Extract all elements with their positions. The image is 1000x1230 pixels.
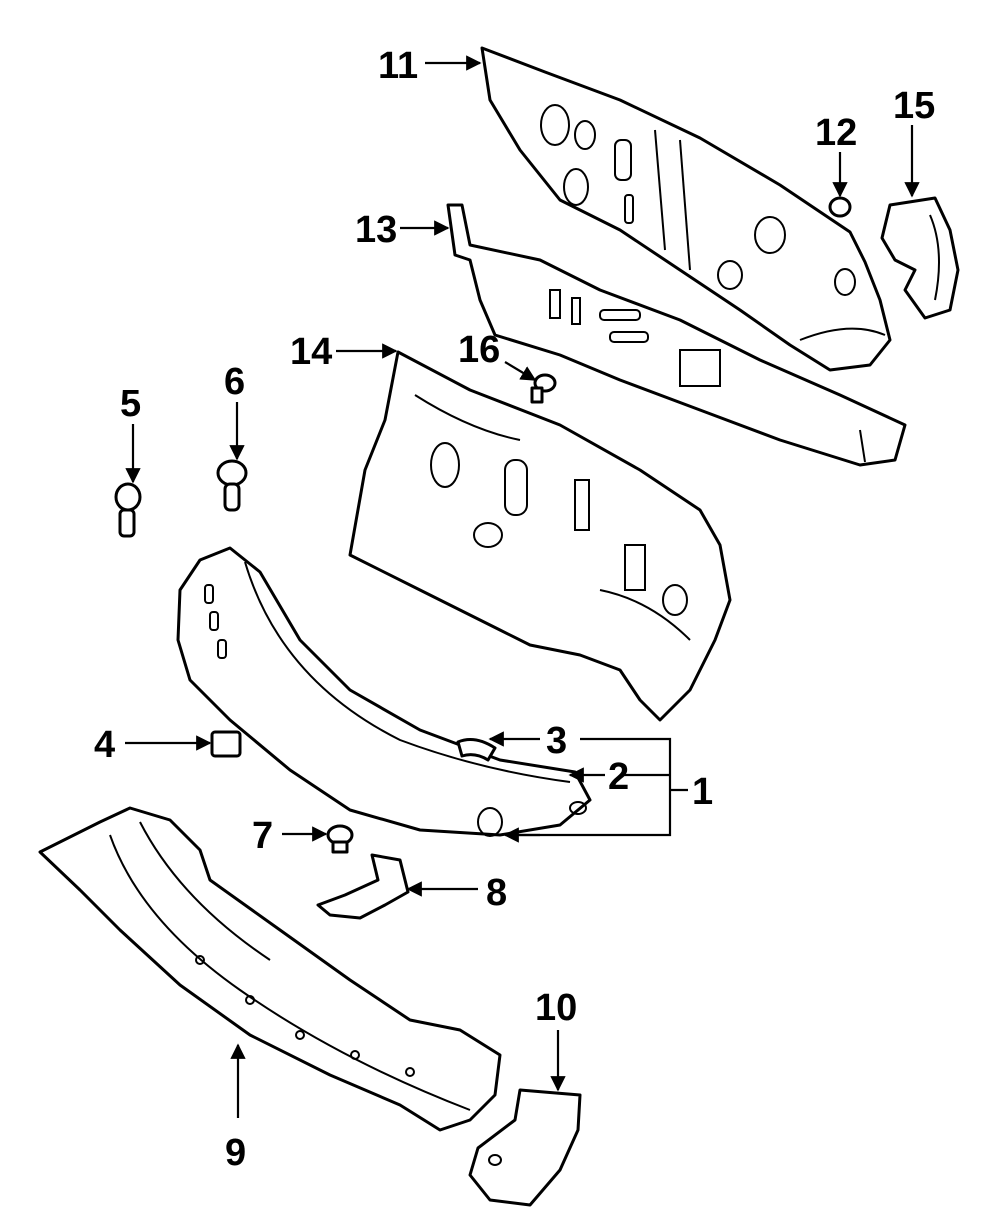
part-1-cowl-assembly[interactable]	[176, 546, 592, 837]
part-10-bracket[interactable]	[468, 1088, 582, 1207]
part-14-lower-panel[interactable]	[348, 350, 732, 722]
callout-2: 2	[608, 756, 629, 798]
callout-9: 9	[225, 1132, 246, 1174]
callout-12: 12	[815, 112, 857, 154]
part-15-insulator[interactable]	[880, 196, 960, 320]
leader-lines	[125, 55, 920, 1118]
part-7-bolt[interactable]	[326, 824, 354, 854]
callout-6: 6	[224, 361, 245, 403]
callout-1: 1	[692, 771, 713, 813]
callout-8: 8	[486, 872, 507, 914]
part-11-dash-panel[interactable]	[480, 46, 892, 372]
callout-15: 15	[893, 85, 935, 127]
callout-13: 13	[355, 209, 397, 251]
callout-11: 11	[378, 45, 418, 87]
callout-3: 3	[546, 720, 567, 762]
part-16-clip[interactable]	[530, 373, 557, 404]
part-3-clip[interactable]	[456, 738, 497, 762]
callout-14: 14	[290, 331, 332, 373]
callout-4: 4	[94, 724, 115, 766]
part-6-push-pin[interactable]	[216, 459, 248, 512]
callout-5: 5	[120, 383, 141, 425]
callout-16: 16	[458, 329, 500, 371]
part-12-nut[interactable]	[828, 196, 852, 218]
part-5-push-pin[interactable]	[114, 482, 142, 538]
part-4-retainer[interactable]	[210, 730, 242, 758]
part-13-reinforcement[interactable]	[446, 203, 907, 467]
part-8-bracket[interactable]	[316, 853, 410, 920]
part-9-cowl-lower[interactable]	[38, 806, 502, 1132]
callout-7: 7	[252, 815, 273, 857]
callout-10: 10	[535, 987, 577, 1029]
